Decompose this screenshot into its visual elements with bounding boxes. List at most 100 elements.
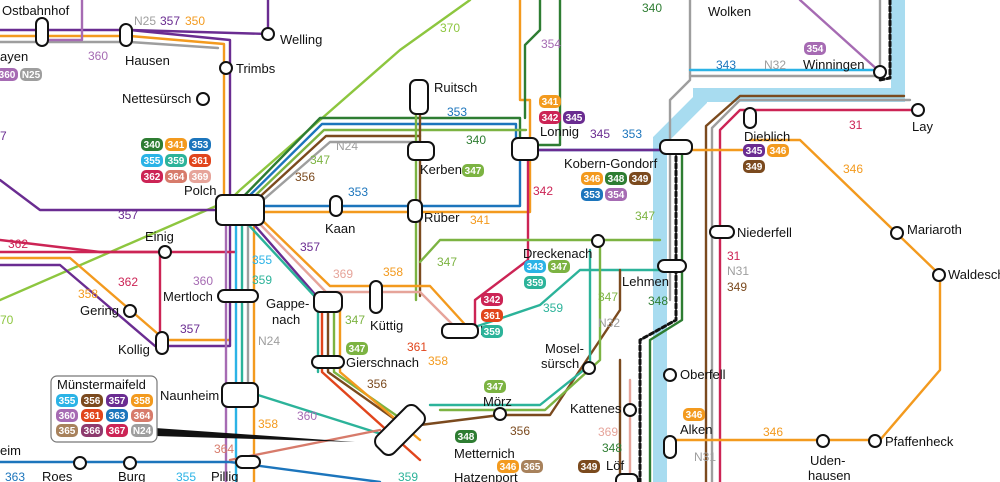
- station-kerben[interactable]: [407, 141, 435, 161]
- badge-polch-361-text: 361: [192, 156, 209, 167]
- num-341-a: 341: [470, 213, 490, 227]
- badge-kobern-349-text: 349: [632, 174, 649, 185]
- line-number-labels: N25 357 350 360 370 340 354 343 N32 353 …: [0, 1, 863, 482]
- num-356-b: 356: [367, 377, 387, 391]
- num-369-a: 369: [333, 267, 353, 281]
- station-ostbahnhof[interactable]: [35, 17, 49, 47]
- line-364: [228, 428, 382, 462]
- badge-ayen-360-text: 360: [0, 70, 16, 81]
- station-lehmen[interactable]: [657, 259, 687, 273]
- badge-kobern-353-bg: [581, 188, 603, 201]
- station-kaan[interactable]: [329, 195, 343, 217]
- num-360-b: 360: [297, 409, 317, 423]
- badge-metternich-348-bg: [455, 430, 477, 443]
- station-gierschnach[interactable]: [311, 355, 345, 369]
- badge-dieblich-349: 349: [743, 160, 765, 173]
- station-kobern[interactable]: [659, 139, 693, 155]
- station-kollig[interactable]: [155, 331, 169, 355]
- num-358-a: 358: [78, 287, 98, 301]
- station-dreckenach[interactable]: [591, 234, 605, 248]
- station-roes[interactable]: [73, 456, 87, 470]
- badge-polch-369: 369: [189, 170, 211, 183]
- callout-badge-357-bg: [106, 394, 128, 407]
- badge-kalt-361-bg: [481, 309, 503, 322]
- station-pillig[interactable]: [235, 455, 261, 469]
- station-kuettig[interactable]: [369, 280, 383, 314]
- num-350-top: 350: [185, 14, 205, 28]
- station-alken[interactable]: [663, 435, 677, 459]
- badge-kobern-346-text: 346: [584, 174, 601, 185]
- callout-badge-366-bg: [81, 424, 103, 437]
- label-polch: Polch: [184, 183, 217, 198]
- badge-gierschnach-347-bg: [346, 342, 368, 355]
- station-nettesuersch[interactable]: [196, 92, 210, 106]
- num-342-a: 342: [533, 184, 553, 198]
- station-lay[interactable]: [911, 103, 925, 117]
- badge-kobern-348-text: 348: [608, 174, 625, 185]
- station-dieblich[interactable]: [743, 107, 757, 129]
- badge-kobern-354: 354: [605, 188, 627, 201]
- num-355-b: 355: [176, 470, 196, 482]
- station-niederfell[interactable]: [709, 225, 735, 239]
- station-udenhausen[interactable]: [816, 434, 830, 448]
- station-mariaroth[interactable]: [890, 226, 904, 240]
- badge-kalt-342: 342: [481, 293, 503, 306]
- badge-moerz-347-bg: [484, 380, 506, 393]
- station-lonnig[interactable]: [511, 137, 539, 161]
- badge-polch-361: 361: [189, 154, 211, 167]
- badge-ayen-N25-text: N25: [22, 70, 41, 81]
- station-welling[interactable]: [261, 27, 275, 41]
- callout-badge-356-text: 356: [84, 396, 101, 407]
- line-356-moerz: [418, 268, 622, 427]
- badge-kalt-361: 361: [481, 309, 503, 322]
- badge-polch-341-text: 341: [168, 140, 185, 151]
- station-naunheim[interactable]: [221, 382, 259, 408]
- callout-badge-357-text: 357: [109, 396, 126, 407]
- num-369-b: 369: [598, 425, 618, 439]
- num-n24-b: N24: [258, 334, 280, 348]
- num-347-c: 347: [345, 313, 365, 327]
- station-ruitsch[interactable]: [409, 79, 429, 115]
- station-metternich[interactable]: [372, 402, 429, 459]
- callout-badge-364-text: 364: [134, 411, 151, 422]
- callout-badge-360: 360: [56, 409, 78, 422]
- label-pillig: Pillig: [211, 469, 238, 482]
- station-gering[interactable]: [123, 304, 137, 318]
- station-moselsuersch[interactable]: [582, 361, 596, 375]
- num-347-e: 347: [598, 290, 618, 304]
- station-pfaffenheck[interactable]: [868, 434, 882, 448]
- line-356-diag: [326, 298, 412, 432]
- num-353-b: 353: [622, 127, 642, 141]
- station-mertloch[interactable]: [217, 289, 259, 303]
- callout-frame: [50, 375, 158, 443]
- station-winningen[interactable]: [873, 65, 887, 79]
- station-einig[interactable]: [158, 245, 172, 259]
- badge-dreckenach-347-bg: [548, 260, 570, 273]
- station-gappenach[interactable]: [313, 291, 343, 313]
- num-362-a: 362: [8, 237, 28, 251]
- station-loef[interactable]: [615, 473, 639, 482]
- num-340-a: 340: [466, 133, 486, 147]
- badge-kobern-354-bg: [605, 188, 627, 201]
- station-burg[interactable]: [123, 456, 137, 470]
- badge-alken-346-bg: [683, 408, 705, 421]
- line-black-top: [878, 0, 892, 82]
- badge-kobern-348-bg: [605, 172, 627, 185]
- label-pfaffenheck: Pfaffenheck: [885, 434, 954, 449]
- station-kalt[interactable]: [441, 323, 479, 339]
- station-oberfell[interactable]: [663, 368, 677, 382]
- station-kattenes[interactable]: [623, 403, 637, 417]
- station-polch[interactable]: [215, 194, 265, 226]
- station-waldesch[interactable]: [932, 268, 946, 282]
- callout-badge-356-bg: [81, 394, 103, 407]
- badge-polch-359-bg: [165, 154, 187, 167]
- station-moerz[interactable]: [493, 407, 507, 421]
- callout-badge-360-bg: [56, 409, 78, 422]
- label-ostbahnhof: Ostbahnhof: [2, 3, 70, 18]
- line-342: [473, 148, 530, 332]
- station-trimbs[interactable]: [219, 61, 233, 75]
- station-rueber[interactable]: [407, 199, 423, 223]
- station-hausen[interactable]: [119, 23, 133, 47]
